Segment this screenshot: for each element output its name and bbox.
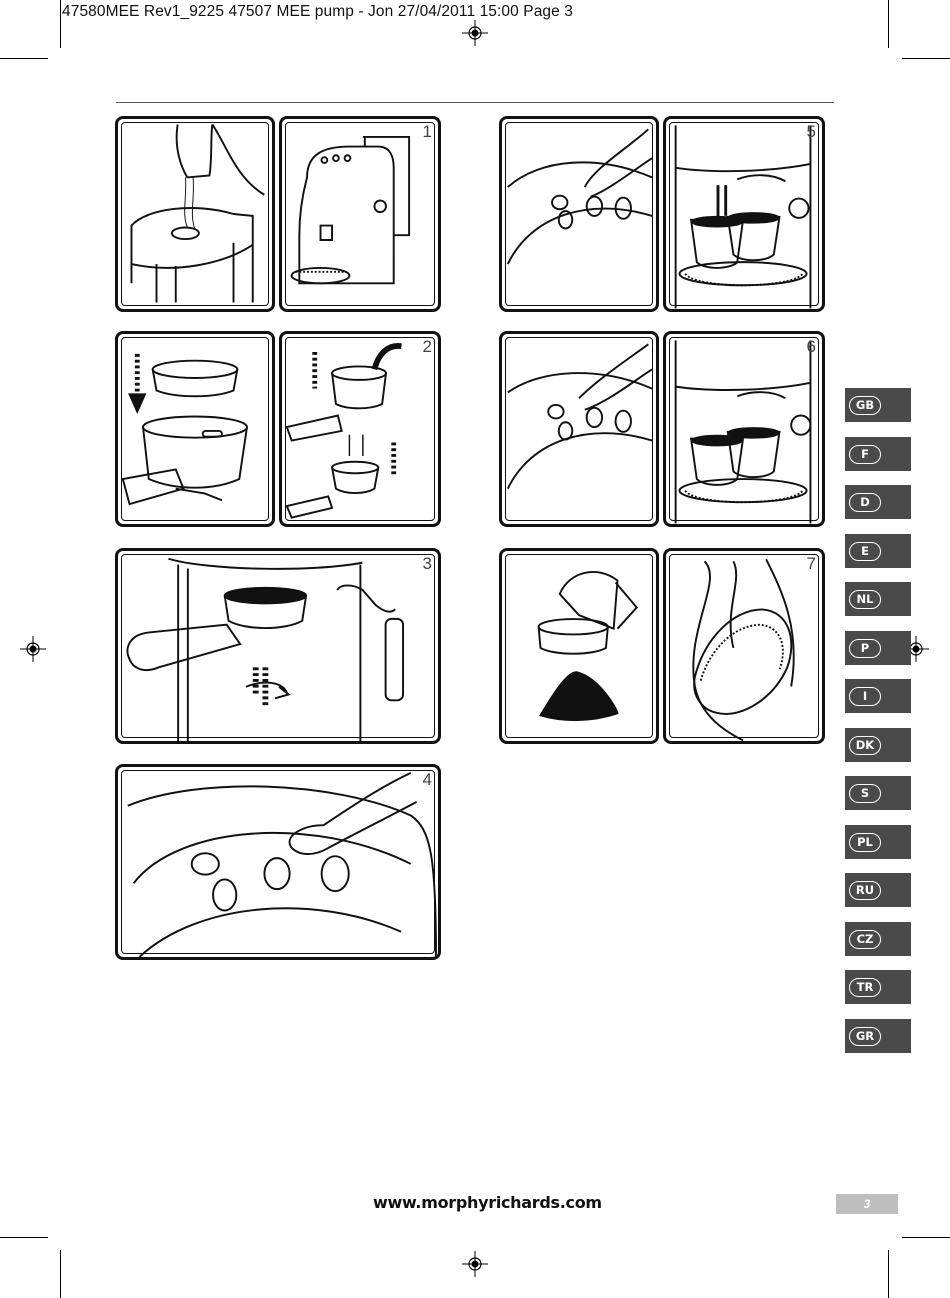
step-7-illustration-rinse-filter: 7	[663, 548, 825, 744]
step-1-illustration-machine: 1	[279, 116, 441, 312]
step-7-illustration-empty-grounds	[499, 548, 659, 744]
language-tab-d[interactable]: D	[845, 485, 911, 519]
step-3-illustration-attach-holder: 3	[115, 548, 441, 744]
registration-mark-icon	[20, 636, 46, 662]
print-slug: 47580MEE Rev1_9225 47507 MEE pump - Jon …	[62, 3, 573, 20]
language-tab-s[interactable]: S	[845, 776, 911, 810]
footer-url[interactable]: www.morphyrichards.com	[373, 1193, 602, 1212]
language-tab-gr[interactable]: GR	[845, 1019, 911, 1053]
crop-mark	[902, 58, 950, 59]
step-6-illustration-cups-ready: 6	[663, 331, 825, 527]
language-tab-label: PL	[849, 833, 881, 852]
language-tab-label: DK	[849, 736, 881, 755]
language-tab-i[interactable]: I	[845, 679, 911, 713]
language-tab-label: GR	[849, 1027, 881, 1046]
language-tab-p[interactable]: P	[845, 631, 911, 665]
registration-mark-icon	[462, 1251, 488, 1277]
step-6-illustration-press-button	[499, 331, 659, 527]
registration-mark-icon	[462, 20, 488, 46]
crop-mark	[60, 1250, 61, 1298]
page-number: 3	[836, 1194, 898, 1214]
crop-mark	[888, 0, 889, 48]
language-tab-e[interactable]: E	[845, 534, 911, 568]
step-1-illustration-pour-water	[115, 116, 275, 312]
step-5-illustration-cups-filling: 5	[663, 116, 825, 312]
step-number: 2	[422, 337, 432, 356]
language-tab-gb[interactable]: GB	[845, 388, 911, 422]
step-2-illustration-filter-insert	[115, 331, 275, 527]
language-tab-label: RU	[849, 881, 881, 900]
language-tab-ru[interactable]: RU	[845, 873, 911, 907]
language-tab-label: E	[849, 542, 881, 561]
crop-mark	[60, 0, 61, 48]
language-tab-label: F	[849, 445, 881, 464]
crop-mark	[902, 1237, 950, 1238]
language-tab-label: P	[849, 639, 881, 658]
language-tab-nl[interactable]: NL	[845, 582, 911, 616]
language-tab-label: S	[849, 784, 881, 803]
header-rule	[116, 102, 834, 103]
language-tab-dk[interactable]: DK	[845, 728, 911, 762]
step-5-illustration-press-button	[499, 116, 659, 312]
step-number: 5	[806, 122, 816, 141]
language-tab-f[interactable]: F	[845, 437, 911, 471]
step-4-illustration-press-button: 4	[115, 764, 441, 960]
language-tab-tr[interactable]: TR	[845, 970, 911, 1004]
crop-mark	[0, 58, 48, 59]
language-tab-label: NL	[849, 590, 881, 609]
step-number: 3	[422, 554, 432, 573]
step-2-illustration-filter-holder: 2	[279, 331, 441, 527]
language-tab-label: CZ	[849, 930, 881, 949]
step-number: 1	[422, 122, 432, 141]
crop-mark	[888, 1250, 889, 1298]
language-tab-pl[interactable]: PL	[845, 825, 911, 859]
step-number: 7	[806, 554, 816, 573]
language-tab-cz[interactable]: CZ	[845, 922, 911, 956]
step-number: 4	[422, 770, 432, 789]
language-tab-label: TR	[849, 978, 881, 997]
language-tab-label: D	[849, 493, 881, 512]
language-tab-label: GB	[849, 396, 881, 415]
step-number: 6	[806, 337, 816, 356]
language-tab-label: I	[849, 687, 881, 706]
crop-mark	[0, 1237, 48, 1238]
